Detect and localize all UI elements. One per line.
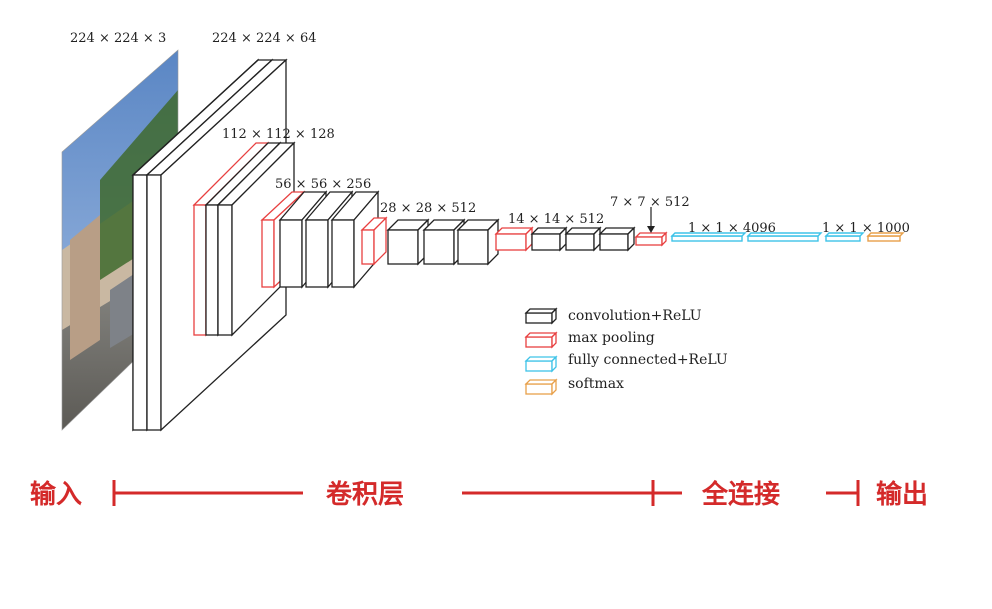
dim-label-pool5: 7 × 7 × 512	[610, 195, 690, 210]
pool5-block	[634, 231, 668, 247]
stage-label-fc: 全连接	[701, 479, 780, 510]
dim-label-fc: 1 × 1 × 4096	[688, 221, 776, 236]
stage-label-conv: 卷积层	[326, 480, 404, 510]
legend-item-fc: fully connected+ReLU	[524, 352, 728, 373]
dim-label-conv1: 224 × 224 × 64	[212, 31, 316, 46]
conv3-block	[260, 190, 380, 289]
legend-item-pool: max pooling	[524, 330, 655, 349]
legend-label-pool: max pooling	[568, 330, 655, 346]
fc-layers	[670, 232, 865, 242]
legend-label-softmax: softmax	[568, 376, 624, 392]
legend-label-conv: convolution+ReLU	[568, 308, 702, 324]
dim-label-conv5: 14 × 14 × 512	[508, 212, 604, 227]
legend-label-fc: fully connected+ReLU	[568, 352, 728, 368]
conv5-block	[494, 226, 636, 252]
legend: convolution+ReLU max pooling fully conne…	[524, 307, 728, 396]
dim-label-conv2: 112 × 112 × 128	[222, 127, 335, 142]
stage-label-input: 输入	[30, 479, 82, 510]
dim-label-input: 224 × 224 × 3	[70, 31, 166, 46]
softmax-layer	[866, 232, 905, 242]
dim-label-softmax: 1 × 1 × 1000	[822, 221, 910, 236]
legend-item-softmax: softmax	[524, 376, 624, 396]
stage-bar: 输入 卷积层 全连接 输出	[30, 479, 928, 510]
stage-label-output: 输出	[876, 479, 928, 510]
pool5-arrowhead	[647, 226, 655, 233]
legend-item-conv: convolution+ReLU	[524, 307, 702, 325]
dim-label-conv3: 56 × 56 × 256	[275, 177, 371, 192]
conv4-block	[360, 216, 500, 266]
dim-label-conv4: 28 × 28 × 512	[380, 201, 476, 216]
